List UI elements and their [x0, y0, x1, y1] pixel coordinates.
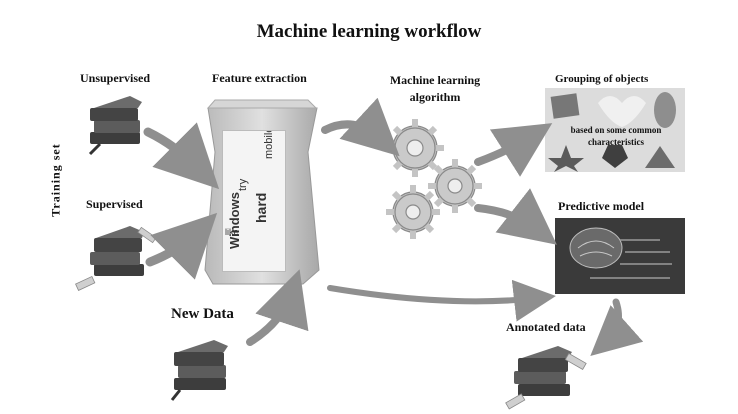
arrow-gears-to-grouping	[474, 123, 553, 177]
label-grouping: Grouping of objects	[555, 73, 649, 85]
flow-arrows	[143, 97, 644, 356]
label-unsupervised: Unsupervised	[80, 71, 151, 85]
word-hard: hard	[253, 192, 269, 223]
word-mobile: mobile	[263, 130, 275, 159]
word-windows: Windows	[227, 192, 242, 249]
label-new-data: New Data	[171, 306, 234, 322]
label-ml-algorithm: Machine learning algorithm	[389, 73, 481, 104]
label-feature-extraction: Feature extraction	[212, 71, 307, 85]
word-try: try	[237, 178, 249, 191]
label-annotated-data: Annotated data	[506, 320, 586, 334]
book-stack-new-data	[170, 340, 228, 401]
arrow-gears-to-predictive	[474, 188, 557, 245]
book-stack-supervised	[75, 226, 157, 291]
arrow-newdata-to-bag	[246, 269, 309, 346]
label-grouping-description: based on some common characteristics	[570, 125, 662, 147]
grouping-objects-image	[545, 88, 685, 172]
label-training-set: Training set	[48, 143, 63, 217]
word-like: like	[225, 227, 239, 237]
arrow-predictive-to-annotated	[590, 298, 644, 356]
book-stack-annotated	[505, 346, 587, 410]
gear-icon	[386, 119, 482, 239]
book-stack-unsupervised	[88, 96, 142, 156]
arrow-supervised-to-bag	[145, 212, 218, 280]
arrow-newdata-to-predictive	[327, 279, 556, 322]
arrow-bag-to-gears	[321, 97, 400, 157]
predictive-model-image	[555, 218, 685, 294]
label-supervised: Supervised	[86, 197, 143, 211]
feature-word-cloud: try hard Windows mobile like	[222, 130, 286, 272]
arrow-unsupervised-to-bag	[143, 122, 220, 190]
diagram-title: Machine learning workflow	[256, 21, 482, 42]
label-predictive-model: Predictive model	[558, 199, 645, 213]
